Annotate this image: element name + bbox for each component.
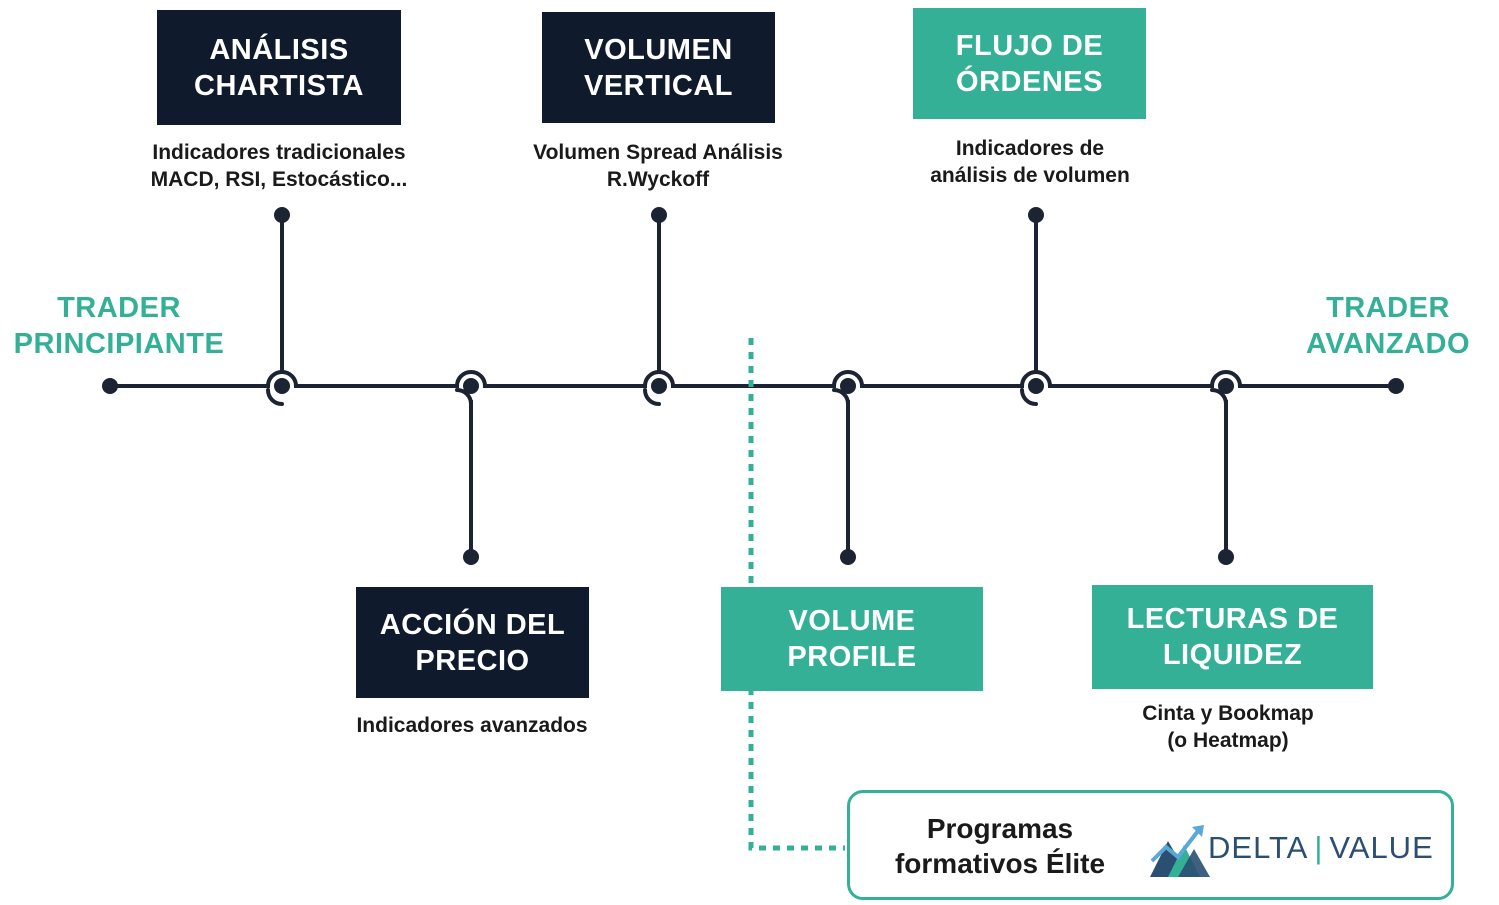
stage-title-line1: VOLUME xyxy=(788,605,916,637)
delta-value-logo-text: DELTA|VALUE xyxy=(1208,831,1434,865)
stage-title-line1: ACCIÓN DEL xyxy=(379,608,566,641)
stage-title-line2: VERTICAL xyxy=(584,69,733,102)
promo-line1: Programas xyxy=(926,813,1074,844)
stage-title-line2: LIQUIDEZ xyxy=(1162,639,1303,671)
connector-lecturas-liquidez xyxy=(1218,378,1234,565)
stage-desc-flujo-ordenes: Indicadores de análisis de volumen xyxy=(880,135,1180,189)
stage-box-accion-precio: ACCIÓN DEL PRECIO xyxy=(356,587,589,698)
end-point xyxy=(1388,378,1404,394)
stage-title-line2: PROFILE xyxy=(787,641,917,673)
start-label-line1: TRADER xyxy=(57,292,181,324)
logo-part2: VALUE xyxy=(1329,830,1434,865)
stage-title-line2: CHARTISTA xyxy=(194,69,364,102)
promo-box[interactable]: Programas formativos Élite DELTA|VALUE xyxy=(847,790,1454,900)
start-point xyxy=(102,378,118,394)
connector-volume-profile xyxy=(840,378,856,565)
stage-box-volume-profile: VOLUME PROFILE xyxy=(721,587,983,691)
end-label: TRADER AVANZADO xyxy=(1290,290,1486,362)
stage-title-line1: LECTURAS DE xyxy=(1126,603,1339,635)
start-label-line2: PRINCIPIANTE xyxy=(13,328,225,360)
connector-flujo-ordenes xyxy=(1028,207,1044,394)
stage-title-line1: ANÁLISIS xyxy=(209,33,349,66)
dotted-connector xyxy=(748,338,845,851)
stage-desc-line1: Indicadores avanzados xyxy=(356,714,588,737)
start-label: TRADER PRINCIPIANTE xyxy=(6,290,232,362)
stage-title-line2: PRECIO xyxy=(415,644,530,677)
stage-desc-analisis-chartista: Indicadores tradicionales MACD, RSI, Est… xyxy=(92,139,466,193)
promo-text: Programas formativos Élite xyxy=(870,811,1130,881)
stage-desc-line2: análisis de volumen xyxy=(930,164,1130,187)
stage-desc-lecturas-liquidez: Cinta y Bookmap (o Heatmap) xyxy=(1080,700,1376,754)
stage-title-line1: FLUJO DE xyxy=(955,29,1104,62)
stage-desc-line2: (o Heatmap) xyxy=(1167,729,1289,752)
logo-part1: DELTA xyxy=(1208,830,1309,865)
connector-accion-precio xyxy=(463,378,479,565)
promo-line2: formativos Élite xyxy=(894,848,1106,879)
stage-desc-line2: R.Wyckoff xyxy=(606,168,710,191)
logo-separator: | xyxy=(1314,830,1324,865)
stage-desc-line1: Indicadores tradicionales xyxy=(152,141,406,164)
stage-desc-line2: MACD, RSI, Estocástico... xyxy=(150,168,408,191)
stage-box-analisis-chartista: ANÁLISIS CHARTISTA xyxy=(157,10,401,125)
connector-analisis-chartista xyxy=(274,207,290,394)
end-label-line1: TRADER xyxy=(1326,292,1450,324)
stage-desc-volumen-vertical: Volumen Spread Análisis R.Wyckoff xyxy=(490,139,826,193)
end-label-line2: AVANZADO xyxy=(1305,328,1471,360)
stage-box-flujo-ordenes: FLUJO DE ÓRDENES xyxy=(913,8,1146,119)
delta-value-logo-icon xyxy=(1150,825,1210,877)
stage-desc-line1: Indicadores de xyxy=(955,137,1105,160)
stage-title-line2: ÓRDENES xyxy=(956,65,1103,98)
stage-desc-line1: Volumen Spread Análisis xyxy=(533,141,783,164)
stage-desc-accion-precio: Indicadores avanzados xyxy=(300,712,644,739)
stage-box-volumen-vertical: VOLUMEN VERTICAL xyxy=(542,12,775,123)
stage-title-line1: VOLUMEN xyxy=(584,33,733,66)
connector-volumen-vertical xyxy=(651,207,667,394)
stage-desc-line1: Cinta y Bookmap xyxy=(1142,702,1314,725)
stage-box-lecturas-liquidez: LECTURAS DE LIQUIDEZ xyxy=(1092,585,1373,689)
